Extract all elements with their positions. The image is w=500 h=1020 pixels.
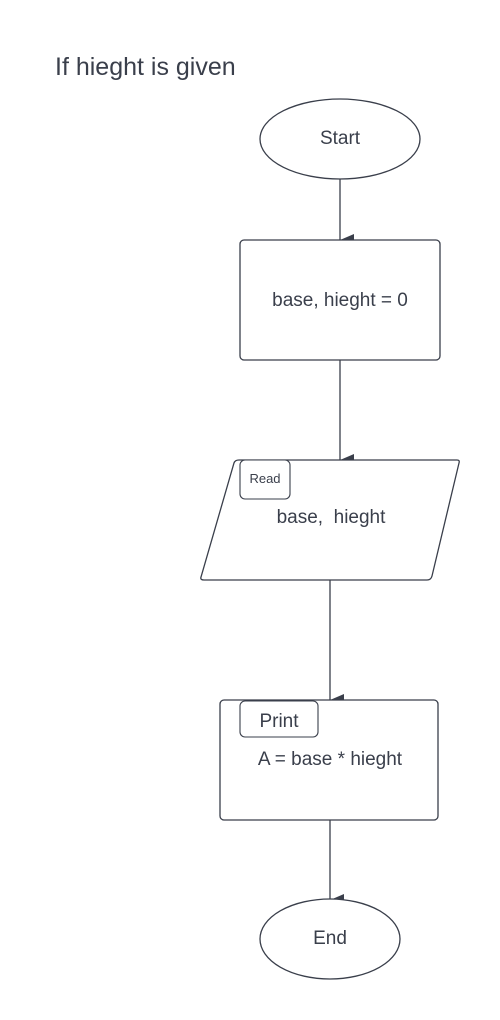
init-label: base, hieght = 0 — [272, 290, 408, 311]
read-input-node: Read base, hieght — [200, 459, 460, 581]
print-tag-box — [239, 700, 319, 738]
start-node: Start — [259, 98, 421, 180]
read-tag-label: Read — [249, 471, 280, 486]
print-label: A = base * hieght — [258, 749, 403, 770]
print-tag-label: Print — [259, 711, 299, 732]
init-process-node: base, hieght = 0 — [239, 239, 441, 361]
read-label: base, hieght — [277, 507, 387, 528]
print-process-node: Print A = base * hieght — [219, 699, 439, 821]
read-tag-box — [239, 459, 291, 500]
end-label: End — [313, 928, 347, 949]
end-node: End — [259, 898, 401, 980]
diagram-title: If hieght is given — [55, 53, 236, 81]
start-label: Start — [320, 128, 361, 149]
